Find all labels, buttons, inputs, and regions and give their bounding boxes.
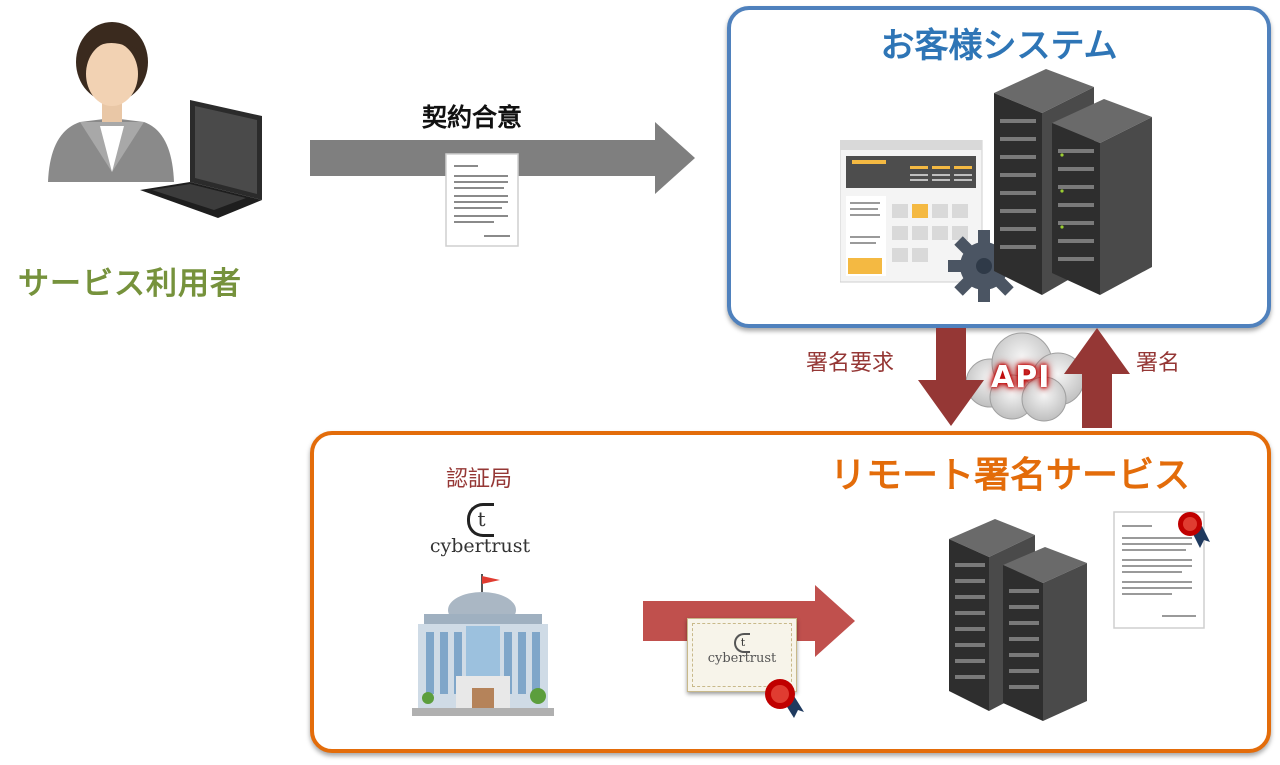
certificate-authority-label: 認証局 [446,467,513,492]
certificate-authority-building-icon [412,574,554,716]
certificate-seal-icon [765,679,804,718]
signature-return-arrow [1064,328,1130,428]
customer-system-title: お客様システム [880,26,1118,66]
cybertrust-logo-text: cybertrust [429,535,531,557]
web-application-icon [840,140,983,283]
api-cloud-icon [965,332,1085,422]
signed-document-icon [1113,511,1210,629]
user-label: サービス利用者 [18,266,242,302]
customer-server-icon [994,69,1152,295]
signature-request-label: 署名要求 [806,351,895,376]
cybertrust-logo-mark: t [466,503,494,537]
certificate-logo-mark: t [734,633,750,653]
contract-document-icon [445,153,519,247]
user-with-laptop-icon [48,22,262,218]
signature-request-arrow [918,328,984,426]
cybertrust-logo: t cybertrust [420,503,540,557]
remote-signing-server-icon [949,519,1087,721]
contract-label: 契約合意 [422,103,523,132]
certificate-icon: t cybertrust [687,618,797,692]
certificate-logo-text: cybertrust [707,651,777,666]
signature-label: 署名 [1136,351,1181,376]
api-label: API [991,360,1051,395]
remote-signing-service-title: リモート署名サービス [830,455,1191,496]
